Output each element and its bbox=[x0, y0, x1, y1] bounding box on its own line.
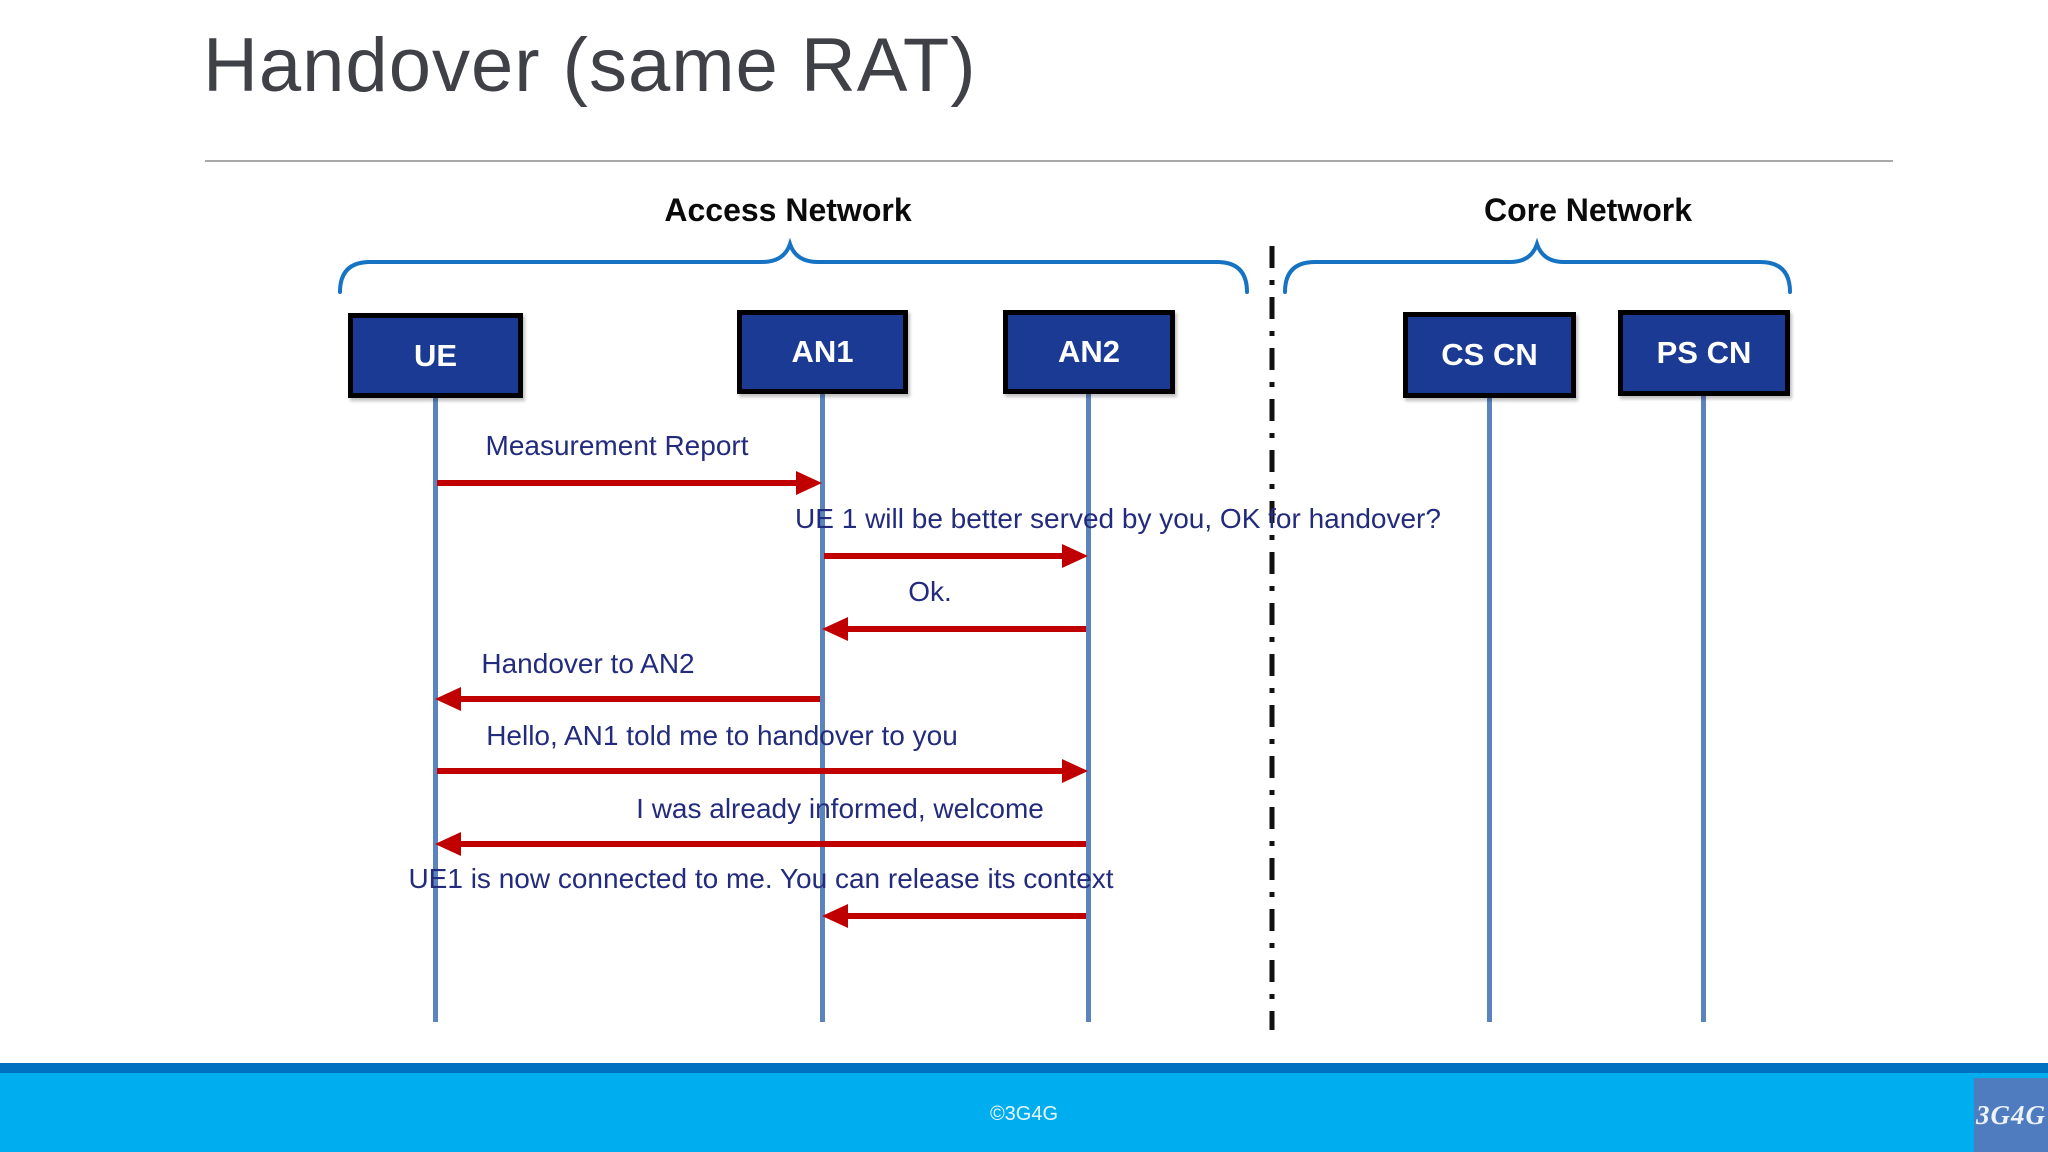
footer-bar bbox=[0, 1073, 2048, 1152]
logo-3g4g: 3G4G bbox=[1974, 1078, 2048, 1152]
arrowhead-left-icon bbox=[435, 832, 461, 856]
arrow-shaft bbox=[437, 768, 1064, 774]
message-label-2: UE 1 will be better served by you, OK fo… bbox=[795, 503, 1441, 534]
message-label-7: UE1 is now connected to me. You can rele… bbox=[408, 863, 1114, 894]
message-arrow-3 bbox=[822, 617, 1086, 641]
entity-box-an2: AN2 bbox=[1003, 310, 1175, 394]
message-arrow-2 bbox=[824, 544, 1088, 568]
message-arrow-1 bbox=[437, 471, 822, 495]
logo-text: 3G4G bbox=[1976, 1099, 2046, 1130]
entity-box-cscn: CS CN bbox=[1403, 312, 1576, 398]
entity-box-an1: AN1 bbox=[737, 310, 908, 394]
message-label-6: I was already informed, welcome bbox=[636, 793, 1044, 824]
arrowhead-right-icon bbox=[1062, 544, 1088, 568]
arrowhead-right-icon bbox=[796, 471, 822, 495]
page-title: Handover (same RAT) bbox=[203, 23, 977, 108]
access-network-label: Access Network bbox=[664, 192, 912, 228]
entity-label: AN1 bbox=[791, 334, 854, 369]
entity-label: UE bbox=[413, 337, 458, 373]
message-arrow-6 bbox=[435, 832, 1086, 856]
arrowhead-left-icon bbox=[822, 617, 848, 641]
arrow-shaft bbox=[459, 696, 820, 702]
arrowhead-right-icon bbox=[1062, 759, 1088, 783]
lifeline-cscn bbox=[1487, 398, 1492, 1022]
entity-box-pscn: PS CN bbox=[1618, 310, 1790, 396]
arrowhead-left-icon bbox=[435, 687, 461, 711]
message-arrow-7 bbox=[822, 904, 1086, 928]
message-label-4: Handover to AN2 bbox=[481, 648, 695, 679]
core-network-brace bbox=[1283, 237, 1792, 294]
arrow-shaft bbox=[459, 841, 1086, 847]
core-network-label: Core Network bbox=[1483, 192, 1693, 228]
lifeline-pscn bbox=[1701, 396, 1706, 1022]
message-arrow-4 bbox=[435, 687, 820, 711]
message-label-5: Hello, AN1 told me to handover to you bbox=[486, 720, 958, 751]
entity-label: CS CN bbox=[1441, 337, 1538, 372]
lifeline-an1 bbox=[820, 394, 825, 1022]
copyright-text: ©3G4G bbox=[989, 1103, 1059, 1125]
lifeline-an2 bbox=[1086, 394, 1091, 1022]
title-divider bbox=[205, 160, 1893, 162]
entity-label: PS CN bbox=[1656, 335, 1752, 370]
access-network-brace bbox=[338, 237, 1249, 294]
arrow-shaft bbox=[437, 480, 798, 486]
arrow-shaft bbox=[824, 553, 1064, 559]
message-label-3: Ok. bbox=[908, 576, 952, 607]
arrow-shaft bbox=[846, 626, 1086, 632]
entity-label: AN2 bbox=[1057, 334, 1120, 369]
message-label-1: Measurement Report bbox=[485, 430, 749, 461]
footer-accent-strip bbox=[0, 1063, 2048, 1073]
arrow-shaft bbox=[846, 913, 1086, 919]
arrowhead-left-icon bbox=[822, 904, 848, 928]
entity-box-ue: UE bbox=[348, 313, 523, 398]
message-arrow-5 bbox=[437, 759, 1088, 783]
